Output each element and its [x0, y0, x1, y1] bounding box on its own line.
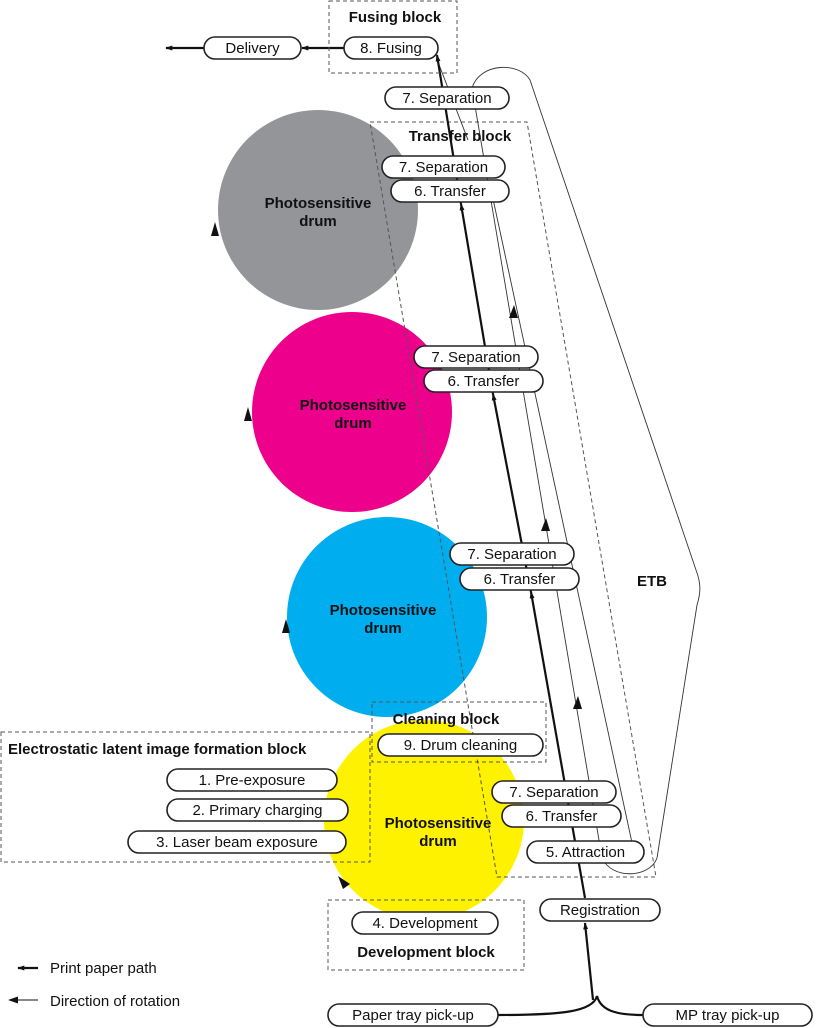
- drum-label-line2: drum: [299, 213, 337, 230]
- rotation-arrow-icon: [244, 407, 252, 421]
- transfer-block-title: Transfer block: [409, 128, 512, 145]
- svg-text:7. Separation: 7. Separation: [402, 90, 491, 107]
- svg-text:7. Separation: 7. Separation: [431, 349, 520, 366]
- step-separation: 7. Separation: [491, 780, 617, 804]
- legend-paper-path: Print paper path: [50, 960, 157, 977]
- svg-text:9. Drum cleaning: 9. Drum cleaning: [404, 737, 517, 754]
- paper-path-line: [435, 54, 463, 205]
- step-registration: Registration: [539, 898, 661, 922]
- svg-text:7. Separation: 7. Separation: [467, 546, 556, 563]
- svg-text:Delivery: Delivery: [225, 40, 280, 57]
- step-laser-beam-exposure: 3. Laser beam exposure: [127, 830, 347, 854]
- svg-text:5. Attraction: 5. Attraction: [546, 844, 625, 861]
- rotation-legend-arrow-icon: [8, 996, 18, 1004]
- latent-image-block-title: Electrostatic latent image formation blo…: [8, 741, 307, 758]
- svg-text:MP tray pick-up: MP tray pick-up: [676, 1007, 780, 1024]
- drum-yellow: Photosensitive drum: [324, 720, 524, 920]
- drum-label-line1: Photosensitive: [300, 397, 407, 414]
- svg-text:1. Pre-exposure: 1. Pre-exposure: [199, 772, 306, 789]
- latent-image-block-outline: [0, 731, 371, 863]
- svg-text:7. Separation: 7. Separation: [399, 159, 488, 176]
- rotation-arrow-icon: [338, 876, 350, 889]
- drum-label-line2: drum: [419, 833, 457, 850]
- development-block-outline: [327, 899, 525, 971]
- drum-magenta: Photosensitive drum: [244, 312, 452, 512]
- drum-black: Photosensitive drum: [211, 110, 418, 310]
- development-block-title: Development block: [357, 944, 495, 961]
- etb-belt: [471, 67, 701, 875]
- svg-text:3. Laser beam exposure: 3. Laser beam exposure: [156, 834, 318, 851]
- step-paper-tray-pickup: Paper tray pick-up: [327, 1003, 499, 1027]
- step-transfer: 6. Transfer: [423, 369, 544, 393]
- step-pre-exposure: 1. Pre-exposure: [166, 768, 338, 792]
- belt-direction-arrow-icon: [509, 305, 518, 318]
- legend-rotation: Direction of rotation: [50, 993, 180, 1010]
- drum-label-line2: drum: [334, 415, 372, 432]
- step-transfer: 6. Transfer: [459, 567, 580, 591]
- step-separation: 7. Separation: [381, 155, 506, 179]
- fusing-block-title: Fusing block: [349, 9, 442, 26]
- transfer-block-outline: [369, 121, 657, 878]
- paper-path-pickup-junction: [497, 995, 644, 1017]
- svg-text:7. Separation: 7. Separation: [509, 784, 598, 801]
- step-separation: 7. Separation: [384, 86, 510, 110]
- step-transfer: 6. Transfer: [390, 179, 510, 203]
- svg-text:6. Transfer: 6. Transfer: [414, 183, 486, 200]
- drum-label-line1: Photosensitive: [265, 195, 372, 212]
- cleaning-block-title: Cleaning block: [393, 711, 500, 728]
- svg-text:6. Transfer: 6. Transfer: [448, 373, 520, 390]
- belt-direction-arrow-icon: [573, 696, 582, 709]
- drum-cyan: Photosensitive drum: [282, 517, 487, 717]
- step-separation: 7. Separation: [413, 345, 539, 369]
- step-development: 4. Development: [351, 911, 499, 935]
- drum-label-line2: drum: [364, 620, 402, 637]
- legend: Print paper path Direction of rotation: [8, 960, 180, 1010]
- svg-text:4. Development: 4. Development: [372, 915, 478, 932]
- belt-inner-line: [489, 184, 635, 853]
- rotation-arrow-icon: [282, 619, 290, 633]
- svg-text:8. Fusing: 8. Fusing: [360, 40, 422, 57]
- step-drum-cleaning: 9. Drum cleaning: [377, 733, 544, 757]
- step-primary-charging: 2. Primary charging: [166, 798, 349, 822]
- paper-path-line: [583, 922, 595, 1001]
- step-fusing: 8. Fusing: [343, 36, 439, 60]
- step-separation: 7. Separation: [449, 542, 575, 566]
- svg-text:Registration: Registration: [560, 902, 640, 919]
- belt-direction-arrow-icon: [541, 518, 550, 531]
- etb-label: ETB: [637, 573, 667, 590]
- svg-text:Paper tray pick-up: Paper tray pick-up: [352, 1007, 474, 1024]
- fusing-block-outline: [328, 0, 458, 74]
- drum-label-line1: Photosensitive: [330, 602, 437, 619]
- drum-label-line1: Photosensitive: [385, 815, 492, 832]
- rotation-arrow-icon: [211, 222, 219, 236]
- svg-text:6. Transfer: 6. Transfer: [484, 571, 556, 588]
- step-delivery: Delivery: [203, 36, 302, 60]
- step-mp-tray-pickup: MP tray pick-up: [642, 1003, 813, 1027]
- svg-text:6. Transfer: 6. Transfer: [526, 808, 598, 825]
- cleaning-block-outline: [371, 701, 547, 763]
- step-attraction: 5. Attraction: [526, 840, 645, 864]
- step-transfer: 6. Transfer: [501, 804, 622, 828]
- svg-text:2. Primary charging: 2. Primary charging: [192, 802, 322, 819]
